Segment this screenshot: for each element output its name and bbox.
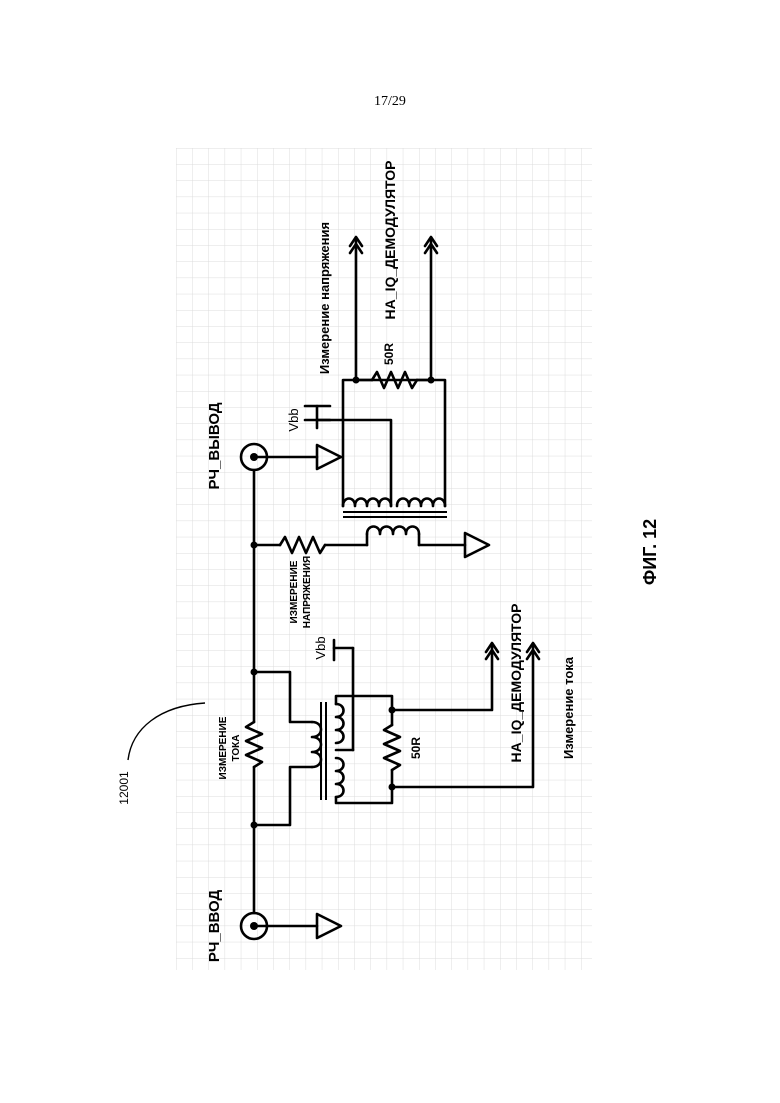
figure-reference-number: 12001 xyxy=(117,771,131,805)
rf-output-label: РЧ_ВЫВОД xyxy=(206,402,223,489)
bottom-iq-demodulator-label: НА_IQ_ДЕМОДУЛЯТОР xyxy=(508,604,524,763)
voltage-measurement-output-label: Измерение напряжения xyxy=(317,222,332,374)
figure-caption: ФИГ. 12 xyxy=(640,519,660,585)
rf-input-label: РЧ_ВВОД xyxy=(206,890,223,963)
top-50r-label: 50R xyxy=(382,343,396,365)
current-measure-label-line2: ТОКА xyxy=(231,735,242,762)
bottom-50r-label: 50R xyxy=(409,737,423,759)
top-iq-demodulator-label: НА_IQ_ДЕМОДУЛЯТОР xyxy=(382,161,398,320)
voltage-measure-label-line1: ИЗМЕРЕНИЕ xyxy=(289,560,300,623)
vbb-top-label: Vbb xyxy=(286,408,301,431)
voltage-measure-label-line2: НАПРЯЖЕНИЯ xyxy=(302,556,313,628)
current-measure-label-line1: ИЗМЕРЕНИЕ xyxy=(218,716,229,779)
current-measurement-output-label: Измерение тока xyxy=(561,656,576,759)
vbb-bottom-label: Vbb xyxy=(313,636,328,659)
